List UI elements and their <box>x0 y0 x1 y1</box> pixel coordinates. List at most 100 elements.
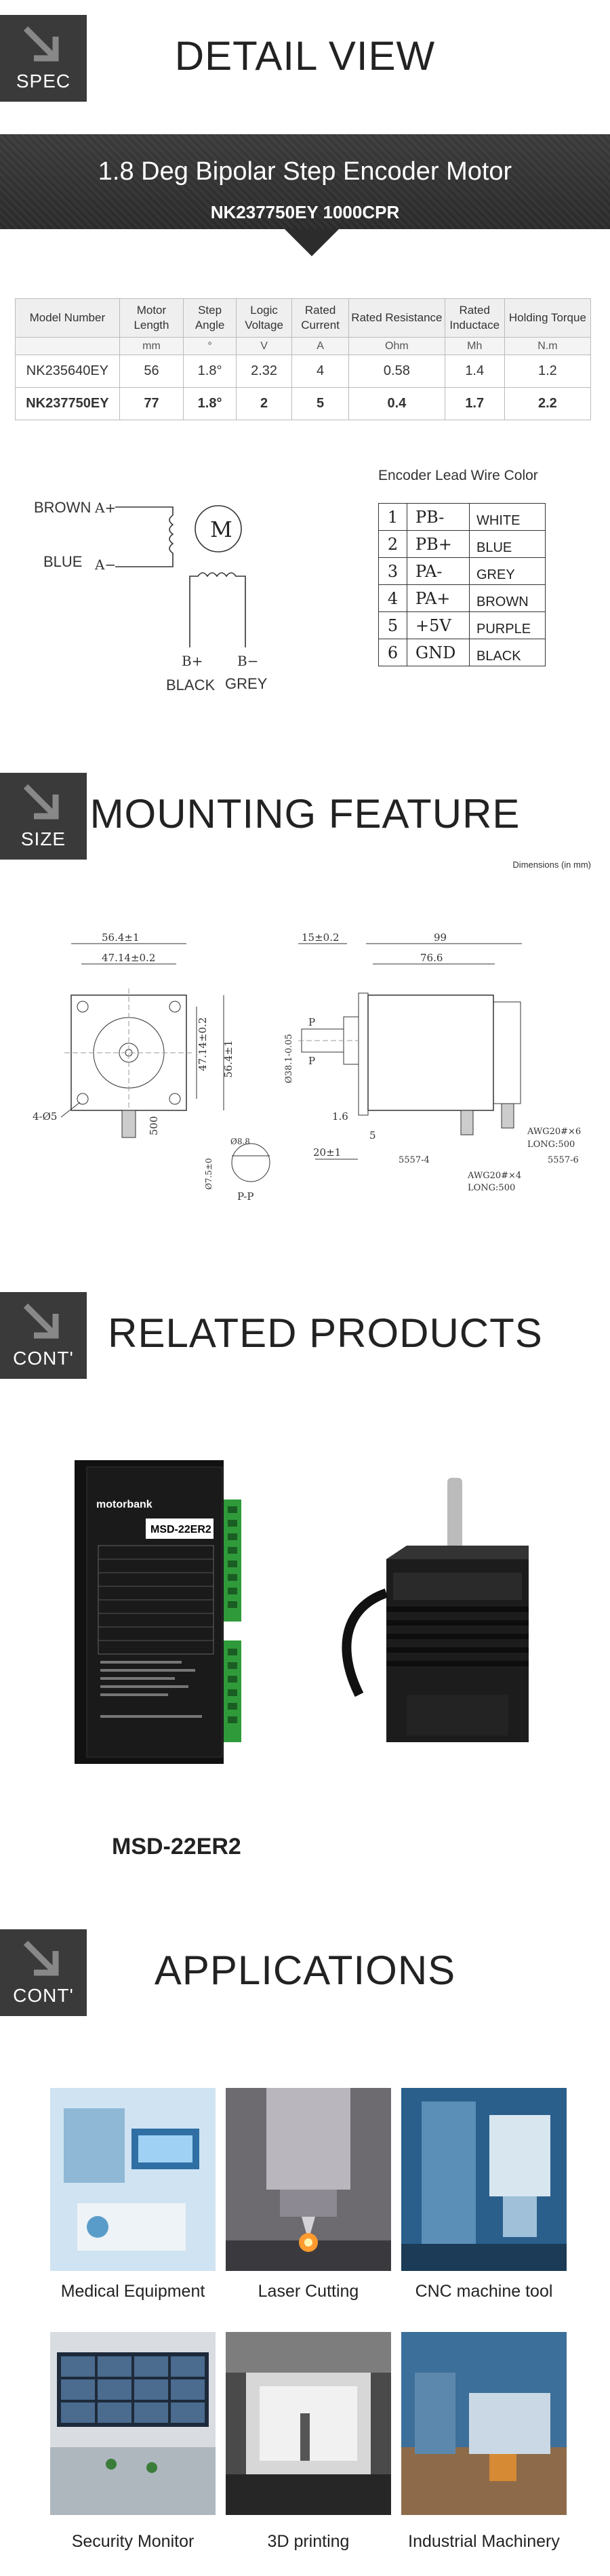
product-banner: 1.8 Deg Bipolar Step Encoder Motor NK237… <box>0 134 610 229</box>
cable-long-2: LONG:500 <box>468 1183 515 1193</box>
app-label-industrial: Industrial Machinery <box>408 2532 560 2551</box>
motor-label: M <box>210 517 232 542</box>
table-cell: 56 <box>119 355 184 388</box>
table-row: NK235640EY 56 1.8° 2.32 4 0.58 1.4 1.2 <box>15 355 592 388</box>
section-title-detail-view: DETAIL VIEW <box>174 33 436 79</box>
app-label-medical: Medical Equipment <box>60 2282 205 2301</box>
wire-label-a-minus: A− <box>94 557 116 573</box>
table-cell: 1.2 <box>504 355 592 388</box>
dim-d88: Ø8.8 <box>230 1137 250 1146</box>
unit-cell: mm <box>119 337 184 355</box>
header-cell: Logic Voltage <box>236 298 293 338</box>
table-cell: 1.7 <box>444 387 505 420</box>
dim-height-56: 56.4±1 <box>222 1040 235 1078</box>
dim-5: 5 <box>369 1129 376 1142</box>
dim-width-47: 47.14±0.2 <box>102 952 155 964</box>
pin-signal: +5V <box>407 611 470 639</box>
section-title-mounting-feature: MOUNTING FEATURE <box>89 791 521 837</box>
pin-color: BROWN <box>469 584 546 612</box>
table-cell: 1.4 <box>444 355 505 388</box>
table-cell: 2 <box>236 387 293 420</box>
wire-label-grey: GREY <box>225 675 268 691</box>
dim-shaft-15: 15±0.2 <box>302 931 340 944</box>
wire-label-b-minus: B− <box>237 653 258 669</box>
dim-p-bottom: P <box>308 1055 315 1067</box>
table-cell: 0.58 <box>348 355 445 388</box>
applications-tag: CONT' <box>0 1929 87 2016</box>
tag-label: SIZE <box>20 828 66 849</box>
wire-label-a-plus: A+ <box>94 500 116 516</box>
tag-label: SPEC <box>16 71 71 92</box>
dim-d75: Ø7.5±0 <box>204 1158 214 1190</box>
pin-number: 2 <box>378 530 407 558</box>
front-view: 56.4±1 47.14±0.2 47.14±0.2 56.4±1 4-Ø5 5… <box>33 931 235 1138</box>
arrow-down-right-icon <box>23 1303 59 1339</box>
app-image-cnc <box>401 2088 567 2271</box>
size-tag: SIZE <box>0 773 87 860</box>
dim-lead-500: 500 <box>148 1116 160 1135</box>
app-label-3d-printing: 3D printing <box>267 2532 350 2551</box>
dim-holes: 4-Ø5 <box>33 1110 57 1123</box>
unit-cell: ° <box>183 337 237 355</box>
wire-label-black: BLACK <box>166 677 215 691</box>
spec-tag: SPEC <box>0 15 87 102</box>
mounting-drawing: 56.4±1 47.14±0.2 47.14±0.2 56.4±1 4-Ø5 5… <box>33 931 581 1203</box>
pin-color: BLACK <box>469 639 546 666</box>
arrow-down-right-icon <box>23 26 59 62</box>
unit-cell: V <box>236 337 293 355</box>
pin-color: WHITE <box>469 503 546 531</box>
tag-label: CONT' <box>13 1985 74 2006</box>
unit-cell: A <box>291 337 350 355</box>
dim-length-99: 99 <box>434 931 447 944</box>
table-cell: 77 <box>119 387 184 420</box>
pin-color: BLUE <box>469 530 546 558</box>
table-cell: NK235640EY <box>15 355 120 388</box>
table-row: NK237750EY 77 1.8° 2 5 0.4 1.7 2.2 <box>15 387 592 420</box>
table-cell: 4 <box>291 355 350 388</box>
pin-signal: PB+ <box>407 530 470 558</box>
encoder-table-title: Encoder Lead Wire Color <box>378 468 538 483</box>
header-cell: Rated Current <box>291 298 350 338</box>
header-cell: Motor Length <box>119 298 184 338</box>
pin-number: 5 <box>378 611 407 639</box>
section-title-related-products: RELATED PRODUCTS <box>108 1310 543 1356</box>
side-view: 15±0.2 99 76.6 P P Ø38.1-0.05 1.6 5 20±1… <box>284 931 581 1193</box>
cable-awg4: AWG20#×4 <box>467 1171 521 1181</box>
banner-subtitle: NK237750EY 1000CPR <box>210 202 400 222</box>
unit-cell <box>15 337 120 355</box>
pin-signal: PB- <box>407 503 470 531</box>
pin-signal: PA- <box>407 557 470 585</box>
cable-awg6: AWG20#×6 <box>527 1127 581 1137</box>
table-cell: 2.2 <box>504 387 592 420</box>
arrow-down-right-icon <box>23 784 59 820</box>
app-image-medical <box>50 2088 216 2271</box>
cable-long-1: LONG:500 <box>527 1140 575 1150</box>
dim-p-top: P <box>308 1016 315 1028</box>
related-caption: MSD-22ER2 <box>112 1834 241 1859</box>
app-image-3d-printing <box>226 2332 391 2515</box>
table-cell: 5 <box>291 387 350 420</box>
app-image-security <box>50 2332 216 2515</box>
header-cell: Step Angle <box>183 298 237 338</box>
header-cell: Model Number <box>15 298 120 338</box>
pin-color: GREY <box>469 557 546 585</box>
pin-number: 4 <box>378 584 407 612</box>
app-image-industrial <box>401 2332 567 2515</box>
wire-label-brown: BROWN <box>34 499 91 516</box>
driver-product-image: motorbank MSD-22ER2 <box>75 1460 241 1764</box>
wiring-diagram: BROWN A+ BLUE A− M B+ B− BLACK GREY <box>34 499 268 691</box>
pp-section: Ø8.8 Ø7.5±0 P-P <box>204 1137 270 1203</box>
unit-cell: Ohm <box>348 337 445 355</box>
motor-symbol <box>195 505 242 552</box>
wire-label-blue: BLUE <box>43 553 82 570</box>
app-label-security: Security Monitor <box>71 2532 195 2551</box>
connector-5557-4: 5557-4 <box>399 1155 430 1165</box>
banner-title: 1.8 Deg Bipolar Step Encoder Motor <box>98 157 512 186</box>
table-cell: 0.4 <box>348 387 445 420</box>
app-image-laser <box>226 2088 391 2271</box>
app-label-cnc: CNC machine tool <box>415 2282 553 2301</box>
